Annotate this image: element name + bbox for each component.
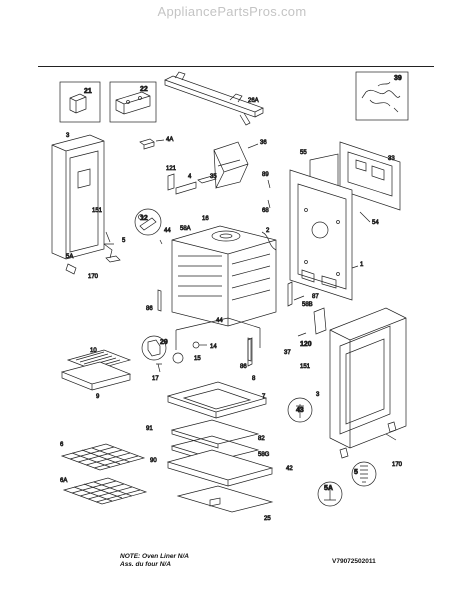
component-15[interactable]: 15 [172, 352, 202, 364]
diagram-code: V79072502011 [332, 558, 376, 565]
callout-37: 37 [284, 350, 291, 356]
callout-89: 89 [262, 172, 269, 178]
callout-26A: 26A [248, 98, 259, 104]
callout-58B: 58B [302, 302, 313, 308]
callout-151-door: 151 [300, 364, 311, 370]
oven-bottom[interactable]: 8 [166, 376, 268, 419]
callout-4: 4 [188, 174, 192, 180]
leveling-foot-5[interactable]: 5 [351, 461, 377, 487]
door-hinge-right[interactable]: 37 120 [284, 307, 327, 356]
rear-panel[interactable]: 1 [289, 169, 364, 301]
leveling-leg-left[interactable]: 5 5A 170 [65, 231, 126, 280]
callout-15: 15 [194, 356, 201, 362]
callout-54: 54 [372, 220, 379, 226]
callout-6A: 6A [60, 478, 67, 484]
bracket-4A[interactable]: 4A [139, 137, 174, 150]
callout-25: 25 [264, 516, 271, 522]
callout-3-left: 3 [66, 133, 70, 139]
callout-43: 43 [296, 407, 304, 414]
callout-151-top: 151 [92, 208, 103, 214]
callout-86-left: 86 [146, 306, 153, 312]
callout-10: 10 [90, 348, 97, 354]
callout-5A-left: 5A [66, 254, 73, 260]
bracket-87-58B[interactable]: 87 58B [287, 281, 320, 308]
callout-35: 35 [210, 174, 217, 180]
callout-3-door: 3 [316, 392, 320, 398]
callout-36: 36 [260, 140, 267, 146]
callout-82: 82 [258, 436, 265, 442]
callout-86-right: 86 [240, 364, 247, 370]
callout-120: 120 [300, 341, 312, 348]
screws-89-68[interactable]: 89 68 [262, 172, 271, 214]
callout-121: 121 [166, 166, 177, 172]
oven-rack-6[interactable]: 6 [60, 442, 146, 471]
callout-17: 17 [152, 376, 159, 382]
header-rule [38, 66, 434, 67]
callout-5-right: 5 [354, 469, 358, 476]
callout-44-cavity: 44 [216, 318, 223, 324]
callout-22: 22 [140, 86, 148, 93]
oven-door[interactable]: 151 3 [300, 307, 407, 449]
hinge-86-left[interactable]: 86 [146, 289, 162, 312]
callout-87: 87 [312, 294, 319, 300]
left-side-panel[interactable]: 3 151 [51, 133, 105, 260]
callout-14: 14 [210, 344, 217, 350]
oven-cavity[interactable]: 16 58A 2 44 [171, 216, 277, 327]
component-14[interactable]: 14 [192, 341, 218, 350]
callout-55: 55 [300, 150, 307, 156]
callout-90: 90 [150, 458, 157, 464]
callout-68: 68 [262, 208, 269, 214]
oven-rack-6A[interactable]: 6A [60, 477, 148, 505]
callout-2: 2 [266, 228, 270, 234]
drawer-liner[interactable]: 25 [176, 485, 274, 522]
callout-9: 9 [96, 394, 100, 400]
callout-16: 16 [202, 216, 209, 222]
leveling-foot-5A[interactable]: 5A [317, 481, 343, 507]
callout-5A-right: 5A [324, 485, 333, 492]
leveling-leg-right[interactable]: 170 [339, 421, 403, 468]
part-box-22[interactable]: 22 [109, 81, 157, 123]
vent-duct[interactable]: 36 [213, 140, 268, 189]
part-box-39[interactable]: 39 [355, 71, 409, 121]
top-bracket[interactable]: 26A [164, 71, 264, 126]
watermark-text: AppliancePartsPros.com [157, 4, 307, 19]
component-17[interactable]: 17 [152, 363, 162, 382]
callout-42: 42 [286, 466, 293, 472]
callout-4A: 4A [166, 137, 173, 143]
callout-44-top: 44 [164, 228, 171, 234]
sensor-bracket[interactable]: 121 4 35 [166, 166, 218, 195]
broil-pan[interactable]: 9 [60, 361, 132, 400]
callout-8: 8 [252, 376, 256, 382]
liner-note: NOTE: Oven Liner N/A Ass. du four N/A [120, 553, 189, 569]
callout-7: 7 [262, 394, 266, 400]
callout-21: 21 [84, 88, 92, 95]
front-frame[interactable] [175, 317, 261, 367]
drawer-assembly[interactable]: 91 82 90 58G 42 [146, 419, 294, 487]
callout-33: 33 [388, 156, 395, 162]
part-box-21[interactable]: 21 [59, 81, 101, 123]
hinge-86-right[interactable]: 86 [240, 337, 252, 370]
callout-6: 6 [60, 442, 64, 448]
callout-12: 12 [140, 215, 148, 222]
note-line-2: Ass. du four N/A [120, 561, 171, 568]
component-29[interactable]: 29 [141, 335, 168, 361]
component-12[interactable]: 12 44 [134, 208, 172, 245]
callout-29: 29 [160, 339, 168, 346]
callout-170-left: 170 [88, 274, 99, 280]
callout-170-right: 170 [392, 462, 403, 468]
callout-58G: 58G [258, 452, 270, 458]
callout-5-left: 5 [122, 238, 126, 244]
callout-91: 91 [146, 426, 153, 432]
component-43[interactable]: 43 7 [262, 394, 313, 423]
callout-39: 39 [394, 75, 402, 82]
callout-1: 1 [360, 262, 364, 268]
callout-58A: 58A [180, 226, 191, 232]
note-line-1: NOTE: Oven Liner N/A [120, 553, 189, 560]
